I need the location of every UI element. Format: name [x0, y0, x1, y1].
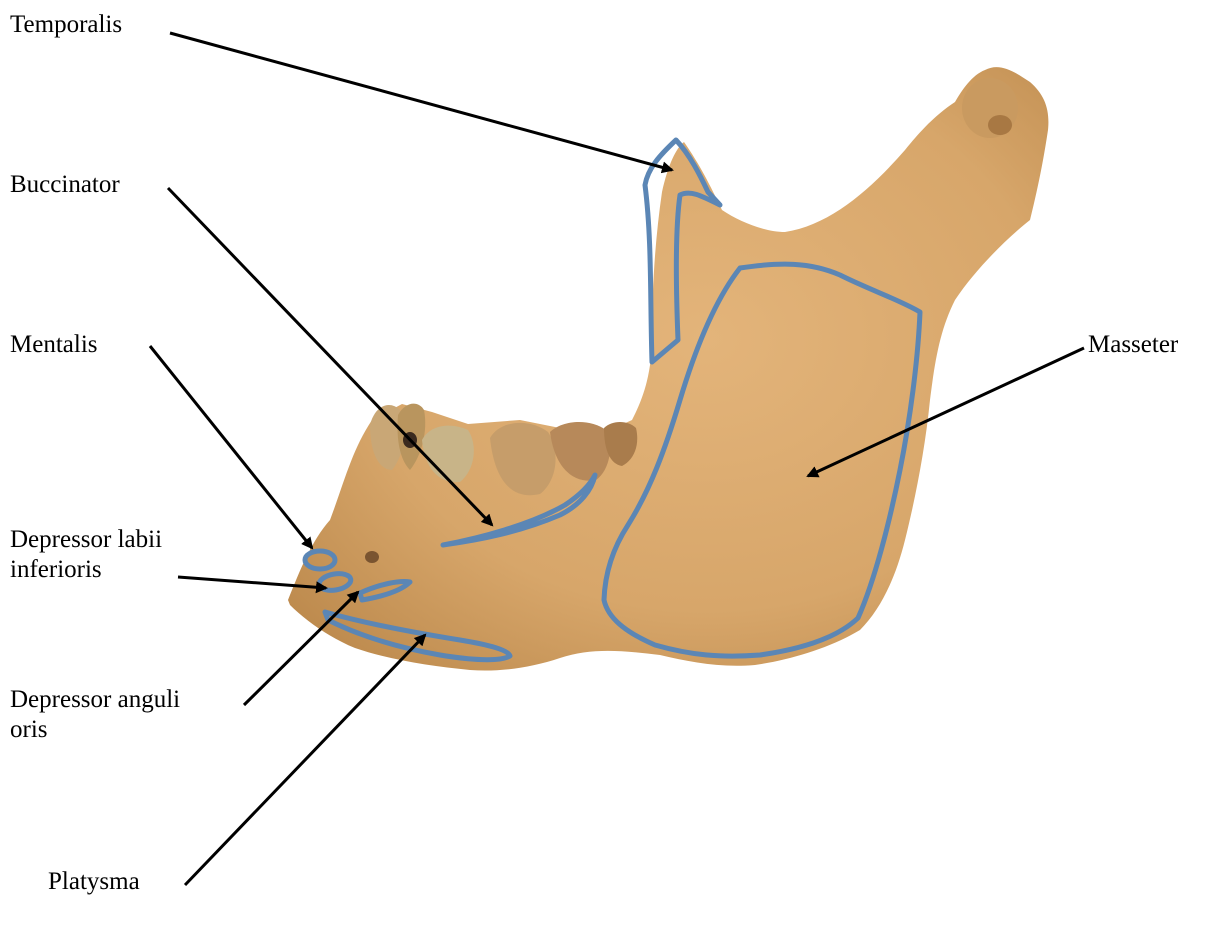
depressor-anguli-line-2: oris: [10, 715, 180, 745]
buccinator-leader: [168, 188, 492, 525]
mentalis-label: Mentalis: [10, 330, 98, 360]
depressor-labii-line-1: Depressor labii: [10, 525, 162, 555]
buccinator-label: Buccinator: [10, 170, 120, 200]
condyle-tip: [988, 115, 1012, 135]
depressor-labii-line-2: inferioris: [10, 555, 162, 585]
temporalis-label: Temporalis: [10, 10, 122, 40]
platysma-label: Platysma: [48, 867, 140, 897]
mentalis-leader: [150, 346, 312, 548]
depressor-labii-inferioris-label: Depressor labii inferioris: [10, 525, 162, 585]
masseter-label: Masseter: [1088, 330, 1178, 360]
depressor-anguli-oris-label: Depressor anguli oris: [10, 685, 180, 745]
temporalis-leader: [170, 33, 672, 170]
mental-foramen: [365, 551, 379, 563]
depressor-anguli-line-1: Depressor anguli: [10, 685, 180, 715]
platysma-leader: [185, 635, 425, 885]
